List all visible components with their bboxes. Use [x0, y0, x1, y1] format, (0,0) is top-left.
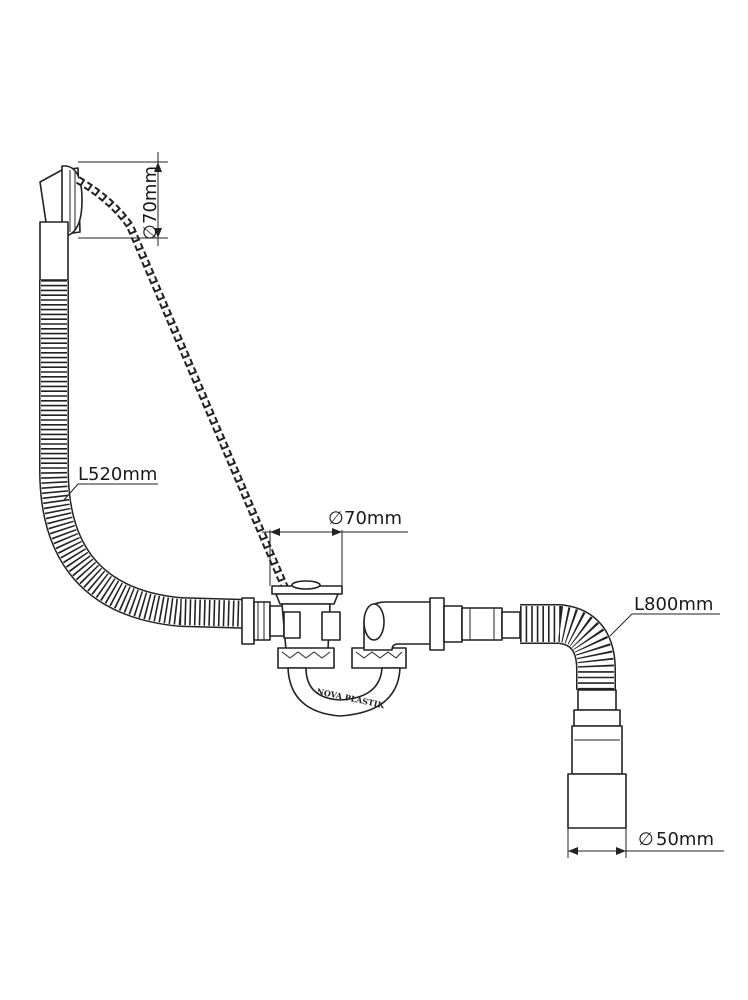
dimension-drain-diameter: ∅ 70mm — [262, 508, 408, 586]
overflow-hose-length-label: L520mm — [78, 464, 157, 485]
drain-diameter-symbol: ∅ — [328, 508, 344, 529]
overflow-head — [39, 165, 83, 281]
drain-diameter-label: 70mm — [344, 508, 402, 529]
outlet-diameter-label: 50mm — [656, 829, 714, 850]
dimension-outlet-hose-length: L800mm — [609, 594, 720, 637]
drain-body — [271, 580, 343, 651]
overflow-hose — [39, 280, 251, 629]
trap-nut-right — [351, 647, 407, 669]
outlet-diameter-symbol: ∅ — [638, 829, 654, 850]
overflow-connector — [241, 597, 285, 645]
plug-chain — [75, 176, 290, 592]
outlet-hose — [520, 604, 616, 690]
outlet-connector — [429, 597, 521, 651]
overflow-diameter-symbol: ∅ — [140, 224, 161, 240]
dimension-outlet-diameter: ∅ 50mm — [567, 828, 724, 858]
outlet-hose-length-label: L800mm — [634, 594, 713, 615]
trap-nut-left — [277, 647, 335, 669]
outlet-elbow — [363, 601, 433, 651]
overflow-diameter-label: 70mm — [140, 166, 161, 224]
dimension-overflow-diameter: ∅ 70mm — [78, 152, 168, 246]
outlet-tailpiece — [567, 689, 627, 829]
u-trap: NOVA PLASTIK — [287, 667, 401, 717]
dimension-overflow-hose-length: L520mm — [63, 464, 158, 501]
